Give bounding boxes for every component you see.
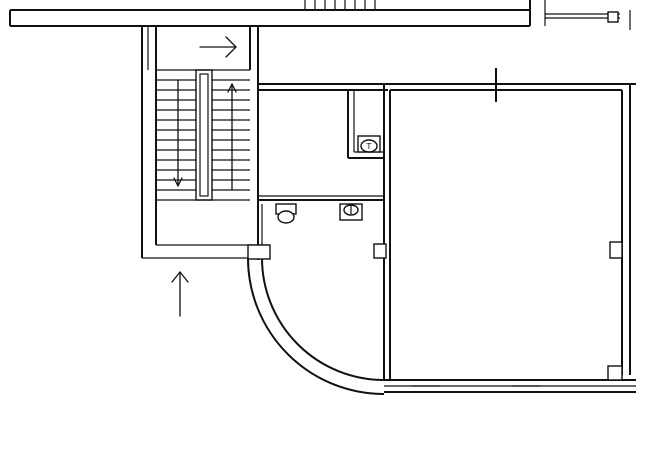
toilet-symbol: T <box>366 142 372 151</box>
washbasin-icon <box>275 203 297 224</box>
top-wall <box>9 0 631 30</box>
toilet-icon: T <box>357 135 381 153</box>
entry-arrow-right <box>199 36 237 58</box>
sink-icon <box>339 203 363 221</box>
stair-treads <box>156 79 250 191</box>
stair-up-arrow <box>227 83 237 191</box>
main-hall <box>373 68 636 393</box>
stair-down-arrow <box>173 79 183 187</box>
top-vent-grille <box>304 0 376 10</box>
staircase <box>156 69 250 201</box>
curved-entrance-wall <box>247 244 385 395</box>
entrance-arrow-up <box>171 271 189 317</box>
service-rooms <box>257 83 636 260</box>
